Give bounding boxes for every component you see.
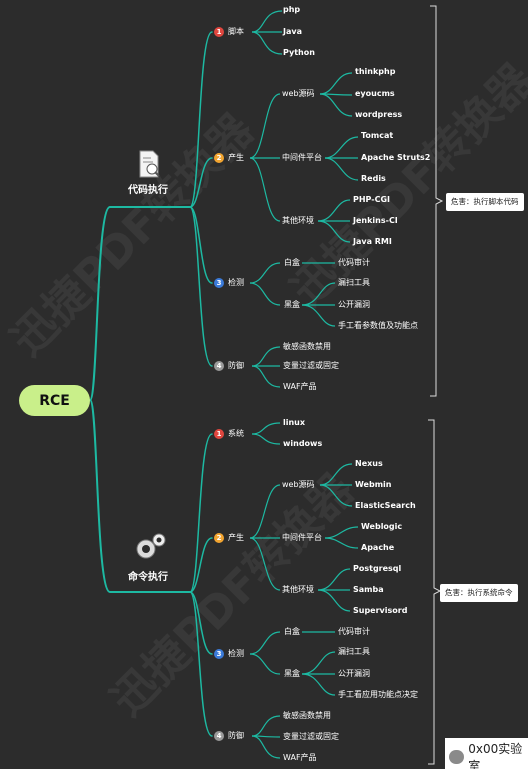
category-defense: 防御 <box>228 361 244 370</box>
leaf-node: thinkphp <box>355 67 396 76</box>
impact-note: 危害：执行脚本代码 <box>446 193 524 211</box>
leaf-node: 漏扫工具 <box>338 278 370 287</box>
leaf-node: Java <box>283 27 302 36</box>
wechat-icon <box>449 750 465 764</box>
leaf-node: 公开漏洞 <box>338 669 370 678</box>
leaf-node: Webmin <box>355 480 392 489</box>
leaf-node: windows <box>283 439 323 448</box>
leaf-node: 变量过滤或固定 <box>283 361 339 370</box>
subcategory-blackbox: 黑盒 <box>284 300 300 309</box>
leaf-node: ElasticSearch <box>355 501 416 510</box>
category-origin: 产生 <box>228 533 244 542</box>
leaf-node: Tomcat <box>361 131 394 140</box>
leaf-node: 敏感函数禁用 <box>283 342 331 351</box>
category-detection: 检测 <box>228 278 244 287</box>
section-title-code: 代码执行 <box>128 185 168 196</box>
leaf-node: linux <box>283 418 306 427</box>
leaf-node: 公开漏洞 <box>338 300 370 309</box>
leaf-node: eyoucms <box>355 89 395 98</box>
priority-badge: 4 <box>214 731 224 741</box>
subcategory-web-source: web源码 <box>282 89 315 98</box>
leaf-node: php <box>283 5 301 14</box>
priority-badge: 3 <box>214 278 224 288</box>
leaf-node: Nexus <box>355 459 383 468</box>
leaf-node: Apache Struts2 <box>361 153 431 162</box>
code-document-icon <box>137 150 161 178</box>
leaf-node: Apache <box>361 543 395 552</box>
category-system: 系统 <box>228 429 244 438</box>
subcategory-other-env: 其他环境 <box>282 585 314 594</box>
subcategory-other-env: 其他环境 <box>282 216 314 225</box>
leaf-node: WAF产品 <box>283 382 317 391</box>
leaf-node: 手工看参数值及功能点 <box>338 321 418 330</box>
section-title-command: 命令执行 <box>128 572 168 583</box>
leaf-node: 漏扫工具 <box>338 647 370 656</box>
leaf-node: Weblogic <box>361 522 403 531</box>
leaf-node: Supervisord <box>353 606 408 615</box>
leaf-node: Java RMI <box>353 237 392 246</box>
subcategory-middleware: 中间件平台 <box>282 153 322 162</box>
leaf-node: WAF产品 <box>283 753 317 762</box>
leaf-node: 手工看应用功能点决定 <box>338 690 418 699</box>
leaf-node: Jenkins-CI <box>353 216 398 225</box>
subcategory-middleware: 中间件平台 <box>282 533 322 542</box>
subcategory-blackbox: 黑盒 <box>284 669 300 678</box>
priority-badge: 3 <box>214 649 224 659</box>
leaf-node: Redis <box>361 174 386 183</box>
category-detection: 检测 <box>228 649 244 658</box>
leaf-node: wordpress <box>355 110 403 119</box>
leaf-node: PHP-CGI <box>353 195 391 204</box>
priority-badge: 4 <box>214 361 224 371</box>
subcategory-web-source: web源码 <box>282 480 315 489</box>
priority-badge: 2 <box>214 533 224 543</box>
category-origin: 产生 <box>228 153 244 162</box>
subcategory-whitebox: 白盒 <box>284 258 300 267</box>
priority-badge: 2 <box>214 153 224 163</box>
account-watermark: 0x00实验室 <box>445 738 528 769</box>
leaf-node: 变量过滤或固定 <box>283 732 339 741</box>
priority-badge: 1 <box>214 429 224 439</box>
leaf-node: 代码审计 <box>338 258 370 267</box>
leaf-node: Postgresql <box>353 564 402 573</box>
category-defense: 防御 <box>228 731 244 740</box>
leaf-node: 代码审计 <box>338 627 370 636</box>
leaf-node: 敏感函数禁用 <box>283 711 331 720</box>
impact-note: 危害：执行系统命令 <box>440 584 518 602</box>
category-script: 脚本 <box>228 27 244 36</box>
gears-icon <box>133 532 167 562</box>
root-node: RCE <box>19 385 90 416</box>
subcategory-whitebox: 白盒 <box>284 627 300 636</box>
leaf-node: Python <box>283 48 315 57</box>
priority-badge: 1 <box>214 27 224 37</box>
watermark-text: 0x00实验室 <box>468 742 523 769</box>
leaf-node: Samba <box>353 585 384 594</box>
